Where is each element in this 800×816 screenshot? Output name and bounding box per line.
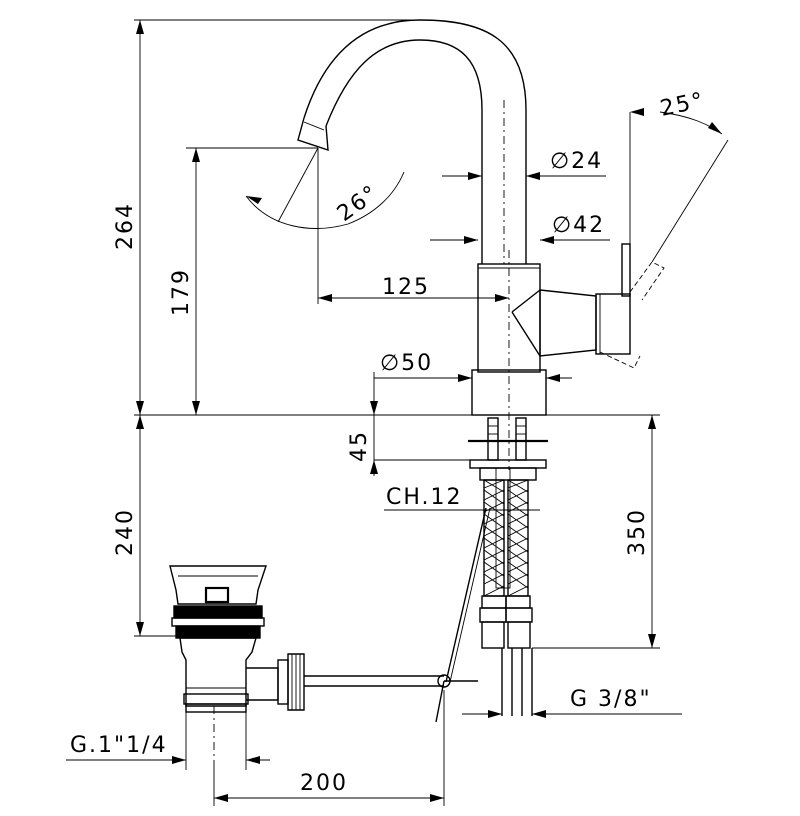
base-diameter-label: ∅50 <box>380 351 433 376</box>
faucet-spout <box>297 19 527 264</box>
faucet-body <box>471 243 665 470</box>
hex-key-label: CH.12 <box>386 485 463 510</box>
popup-waste <box>169 507 491 760</box>
lever-angle-label: 25° <box>658 88 707 122</box>
drain-reach-label: 200 <box>300 771 348 796</box>
dimension-lines <box>66 19 729 806</box>
hose-length-label: 350 <box>625 508 650 556</box>
tube-diameter-label: ∅24 <box>550 149 603 174</box>
spout-reach-label: 125 <box>382 275 430 300</box>
dimension-labels: 264 179 125 ∅24 ∅42 ∅50 26° 25° 45 CH.12… <box>70 88 707 796</box>
spout-height-label: 179 <box>169 268 194 316</box>
drain-height-label: 240 <box>113 508 138 556</box>
drain-thread-label: G.1"1/4 <box>70 733 168 758</box>
mount-thickness-label: 45 <box>347 430 372 462</box>
overall-height-label: 264 <box>113 202 138 250</box>
supply-hoses <box>468 417 548 716</box>
body-diameter-label: ∅42 <box>552 213 605 238</box>
hose-thread-label: G 3/8" <box>570 687 652 712</box>
